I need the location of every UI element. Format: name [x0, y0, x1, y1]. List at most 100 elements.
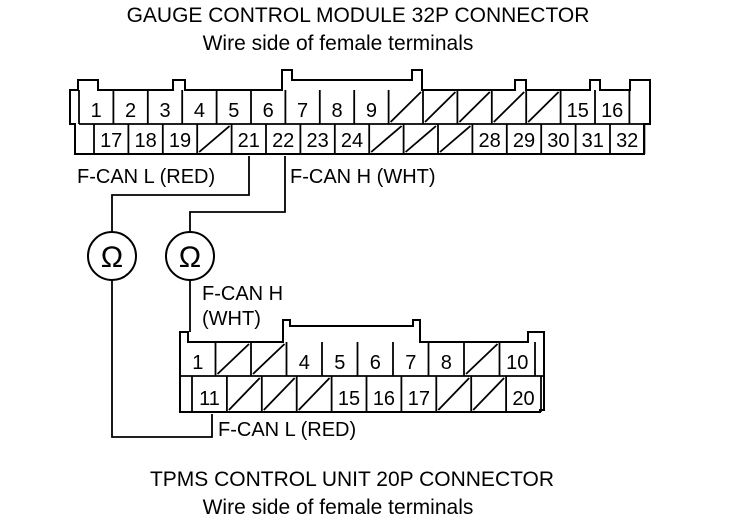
gauge-can-h-label: F-CAN H (WHT) — [290, 166, 436, 188]
pin-cell: 5 — [215, 90, 239, 124]
blank-pin-cell — [470, 376, 505, 412]
pin-cell: 17 — [93, 124, 122, 154]
blank-pin-cell — [437, 124, 471, 154]
pin-cell: 17 — [400, 376, 430, 412]
blank-pin-cell — [525, 90, 560, 124]
blank-slash — [465, 343, 499, 375]
tpms-can-l-label: F-CAN L (RED) — [218, 419, 356, 441]
blank-pin-cell — [456, 90, 491, 124]
pin-number: 21 — [238, 130, 260, 152]
pin-number: 5 — [228, 100, 239, 122]
blank-slash — [437, 377, 470, 411]
ohm-symbol: Ω — [101, 241, 123, 274]
pin-number: 31 — [582, 130, 604, 152]
tpms-can-h-label-line1: F-CAN H — [202, 283, 283, 305]
gauge-can-l-label: F-CAN L (RED) — [77, 166, 215, 188]
pin-number: 11 — [199, 388, 220, 410]
tpms-connector-subtitle: Wire side of female terminals — [203, 496, 474, 519]
blank-pin-cell — [260, 376, 296, 412]
can-l-wire-lower — [111, 280, 213, 438]
pin-cell: 20 — [505, 376, 535, 412]
blank-slash — [527, 91, 560, 123]
pin-number: 10 — [506, 352, 528, 374]
pin-number: 20 — [512, 388, 534, 410]
blank-slash — [252, 343, 286, 375]
pin-number: 8 — [441, 352, 452, 374]
blank-pin-cell — [387, 90, 422, 124]
blank-pin-cell — [435, 376, 470, 412]
pin-number: 3 — [159, 100, 170, 122]
tpms-connector: 1 4 5 6 7 8 10 11 15 16 17 20 — [179, 319, 545, 413]
can-l-wire — [111, 156, 250, 232]
pin-cell: 1 — [78, 90, 102, 124]
can-h-wire — [189, 156, 286, 232]
pin-number: 2 — [125, 100, 136, 122]
pin-number: 17 — [408, 388, 430, 410]
pin-cell: 8 — [427, 342, 452, 376]
blank-slash — [389, 91, 422, 123]
pin-cell: 15 — [559, 90, 589, 124]
blank-pin-cell — [250, 342, 286, 376]
tpms-connector-title: TPMS CONTROL UNIT 20P CONNECTOR — [150, 468, 554, 491]
pin-number: 7 — [405, 352, 416, 374]
pin-cell: 23 — [299, 124, 329, 154]
pin-cell: 7 — [392, 342, 416, 376]
pin-cell: 6 — [356, 342, 381, 376]
pin-cell: 1 — [192, 352, 203, 374]
blank-slash — [216, 343, 250, 375]
ohmmeter-can-h: Ω — [165, 231, 215, 281]
pin-number: 18 — [134, 130, 156, 152]
pin-number: 15 — [338, 388, 360, 410]
pin-cell: 5 — [321, 342, 345, 376]
blank-slash — [424, 91, 457, 123]
pin-number: 6 — [370, 352, 381, 374]
pin-number: 24 — [341, 130, 363, 152]
pin-cell: 16 — [594, 90, 623, 124]
pin-number: 7 — [297, 100, 308, 122]
tpms-can-h-label-line2: (WHT) — [202, 308, 261, 330]
blank-pin-cell — [463, 342, 499, 376]
pin-cell: 11 — [191, 376, 220, 412]
blank-pin-cell — [402, 124, 437, 154]
pin-number: 30 — [547, 130, 569, 152]
pin-cell: 8 — [318, 90, 343, 124]
pin-cell: 7 — [284, 90, 308, 124]
pin-cell: 4 — [181, 90, 205, 124]
pin-number: 4 — [299, 352, 310, 374]
blank-slash — [405, 125, 437, 153]
blank-slash — [370, 125, 403, 153]
ohmmeter-can-l: Ω — [87, 231, 137, 281]
gauge-connector-subtitle: Wire side of female terminals — [203, 32, 474, 55]
blank-pin-cell — [490, 90, 525, 124]
blank-pin-cell — [422, 90, 457, 124]
pin-number: 1 — [192, 352, 203, 374]
pin-number: 15 — [567, 100, 589, 122]
blank-pin-cell — [225, 376, 261, 412]
pin-cell: 30 — [540, 124, 570, 154]
pin-number: 16 — [373, 388, 395, 410]
pin-cell: 22 — [265, 124, 294, 154]
pin-cell: 18 — [127, 124, 157, 154]
ohm-symbol: Ω — [179, 241, 201, 274]
pin-cell: 4 — [285, 342, 310, 376]
pin-number: 9 — [366, 100, 377, 122]
pin-number: 29 — [513, 130, 535, 152]
blank-pin-cell — [295, 376, 331, 412]
pin-cell: 19 — [161, 124, 191, 154]
pin-number: 19 — [169, 130, 191, 152]
pin-number: 5 — [334, 352, 345, 374]
pin-cell: 16 — [365, 376, 395, 412]
pin-cell: 9 — [353, 90, 377, 124]
blank-pin-cell — [368, 124, 403, 154]
blank-slash — [298, 377, 331, 411]
pin-cell: 32 — [609, 124, 638, 154]
pin-number: 28 — [478, 130, 500, 152]
blank-slash — [439, 125, 471, 153]
pin-number: 22 — [272, 130, 294, 152]
blank-slash — [198, 125, 231, 153]
pin-cell: 15 — [330, 376, 360, 412]
pin-cell: 10 — [498, 342, 528, 376]
